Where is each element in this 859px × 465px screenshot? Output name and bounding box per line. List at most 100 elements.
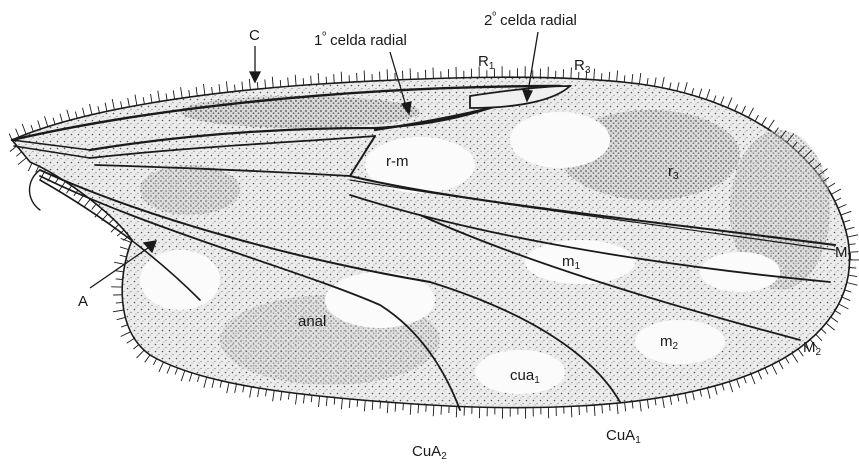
fringe-hair [594,405,595,416]
fringe-hair [135,95,137,106]
fringe-hair [181,87,183,98]
fringe-hair [846,227,855,229]
fringe-hair [847,235,858,237]
fringe-hair [90,104,93,115]
fringe-hair [113,310,124,312]
fringe-hair [571,68,572,79]
label-m2-cell-sub: 2 [673,341,679,352]
fringe-hair [204,84,205,95]
fringe-hair [685,393,687,404]
fringe-hair [845,290,852,292]
fringe-hair [112,99,114,110]
fringe-hair [632,402,633,409]
fringe-hair [744,377,746,384]
label-radial-cell-1-text: celda radial [326,32,407,49]
fringe-hair [617,403,618,414]
fringe-hair [120,247,129,250]
fringe-hair [151,94,153,103]
fringe-hair [250,387,252,398]
label-m1-base: M [835,244,848,261]
dark-patch-base [140,165,240,215]
fringe-hair [143,97,144,104]
fringe-hair [334,398,335,405]
fringe-hair [235,85,236,92]
fringe-hair [326,397,327,406]
fringe-hair [31,125,33,132]
label-cua2-base: CuA [412,443,441,460]
fringe-hair [226,81,227,92]
fringe-hair [219,84,220,93]
pale-spot-m2 [635,320,725,364]
label-cua2: CuA2 [412,444,447,462]
fringe-hair [212,379,214,388]
fringe-hair [647,400,648,409]
fringe-hair [692,88,694,95]
fringe-hair [357,400,358,407]
fringe-hair [326,77,327,84]
fringe-hair [295,75,296,86]
fringe-hair [45,116,48,127]
fringe-hair [349,399,350,408]
label-radial-cell-2-text: celda radial [496,12,577,29]
fringe-hair [835,311,841,315]
fringe-hair [779,361,783,369]
fringe-hair [655,398,656,405]
fringe-hair [418,404,419,413]
fringe-hair [647,78,648,85]
fringe-hair [722,384,724,391]
fringe-hair [85,199,91,206]
fringe-hair [751,374,755,384]
fringe-hair [693,392,695,401]
fringe-hair [772,365,777,375]
label-a: A [78,294,88,309]
fringe-hair [640,401,641,412]
fringe-hair [266,389,267,396]
fringe-hair [334,74,335,83]
fringe-hair [153,359,156,365]
wing-base-curl [30,170,41,210]
fringe-hair [127,338,135,343]
fringe-hair [175,368,178,375]
fringe-hair [843,220,850,222]
fringe-hair [181,371,185,381]
fringe-hair [639,73,640,84]
fringe-hair [742,106,746,114]
fringe-hair [173,90,174,99]
fringe-hair [699,89,702,98]
dark-patch-costal [180,96,420,128]
fringe-hair [441,406,442,415]
fringe-hair [318,73,319,84]
fringe-hair [166,94,167,101]
label-r3-base: R [574,57,585,74]
fringe-hair [677,82,679,91]
fringe-hair [243,386,244,393]
fringe-hair [341,72,342,83]
fringe-hair [838,205,846,209]
fringe-hair [341,398,342,409]
fringe-hair [632,74,633,83]
fringe-hair [242,82,243,91]
fringe-hair [714,96,716,103]
fringe-hair [841,211,851,215]
fringe-hair [137,350,145,358]
fringe-hair [121,325,128,327]
fringe-hair [116,279,123,280]
fringe-hair [364,400,365,411]
fringe-hair [826,323,835,330]
label-radial-cell-1: 1º celda radial [314,32,407,48]
fringe-hair [821,329,826,334]
fringe-hair [281,392,282,401]
arrow-c-head [250,72,260,82]
label-cua1-cell-base: cua [510,367,534,384]
fringe-hair [601,73,602,80]
fringe-hair [721,97,724,105]
fringe-hair [706,89,710,100]
fringe-hair [133,345,138,349]
label-cua1-base: CuA [606,427,635,444]
fringe-hair [196,87,197,96]
label-m2-cell: m2 [660,334,678,352]
fringe-hair [364,71,365,82]
fringe-hair [748,108,753,118]
fringe-hair [372,401,373,410]
fringe-hair [707,388,710,399]
